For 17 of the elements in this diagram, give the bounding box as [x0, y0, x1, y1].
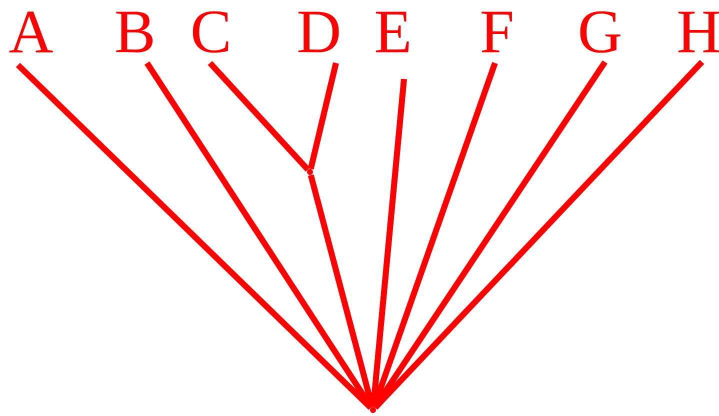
- branch-line: [308, 62, 339, 170]
- branch-point: [307, 169, 313, 175]
- branch-line: [208, 60, 310, 172]
- leaf-label: A: [9, 12, 53, 52]
- branch-point: [370, 407, 376, 413]
- leaf-label: G: [580, 11, 620, 53]
- leaf-label: D: [298, 12, 339, 52]
- leaf-label: C: [192, 11, 228, 53]
- leaf-label: F: [482, 12, 512, 52]
- branch-line: [372, 60, 608, 409]
- branch-line: [144, 61, 374, 409]
- leaf-label: E: [376, 12, 409, 52]
- branch-line: [371, 62, 498, 408]
- leaf-label: B: [116, 12, 153, 52]
- branch-line: [370, 78, 407, 408]
- branch-line: [308, 174, 376, 408]
- branch-line: [373, 60, 704, 410]
